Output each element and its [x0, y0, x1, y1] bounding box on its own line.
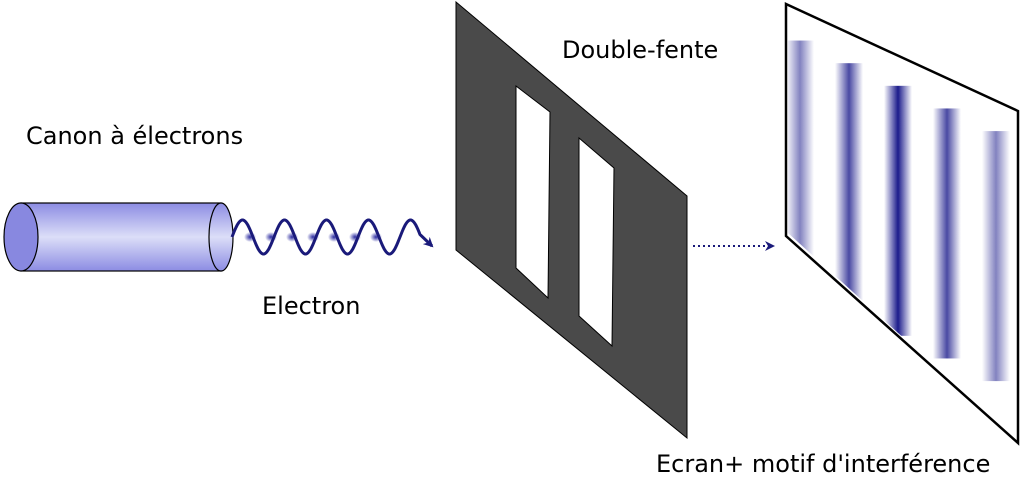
- cylinder-electron-gun-icon: [3, 202, 39, 272]
- slit-left: [515, 84, 551, 300]
- double-slit-panel: [455, 0, 688, 440]
- interference-screen: [784, 2, 1020, 446]
- interference-fringe: [884, 85, 912, 336]
- gun-body: [20, 202, 222, 272]
- interference-fringe: [835, 63, 863, 314]
- electron-gun: [3, 202, 234, 272]
- label-electron: Electron: [262, 292, 360, 320]
- interference-fringe: [933, 108, 961, 359]
- label-slits: Double-fente: [562, 36, 718, 64]
- interference-fringe: [982, 131, 1010, 382]
- sine-wave-arrow-icon: [230, 218, 434, 256]
- double-slit-panel-icon: [455, 0, 688, 440]
- slit-right: [578, 136, 615, 348]
- label-screen: Ecran+ motif d'interférence: [656, 450, 990, 478]
- label-gun: Canon à électrons: [26, 122, 243, 150]
- gun-muzzle: [208, 202, 234, 272]
